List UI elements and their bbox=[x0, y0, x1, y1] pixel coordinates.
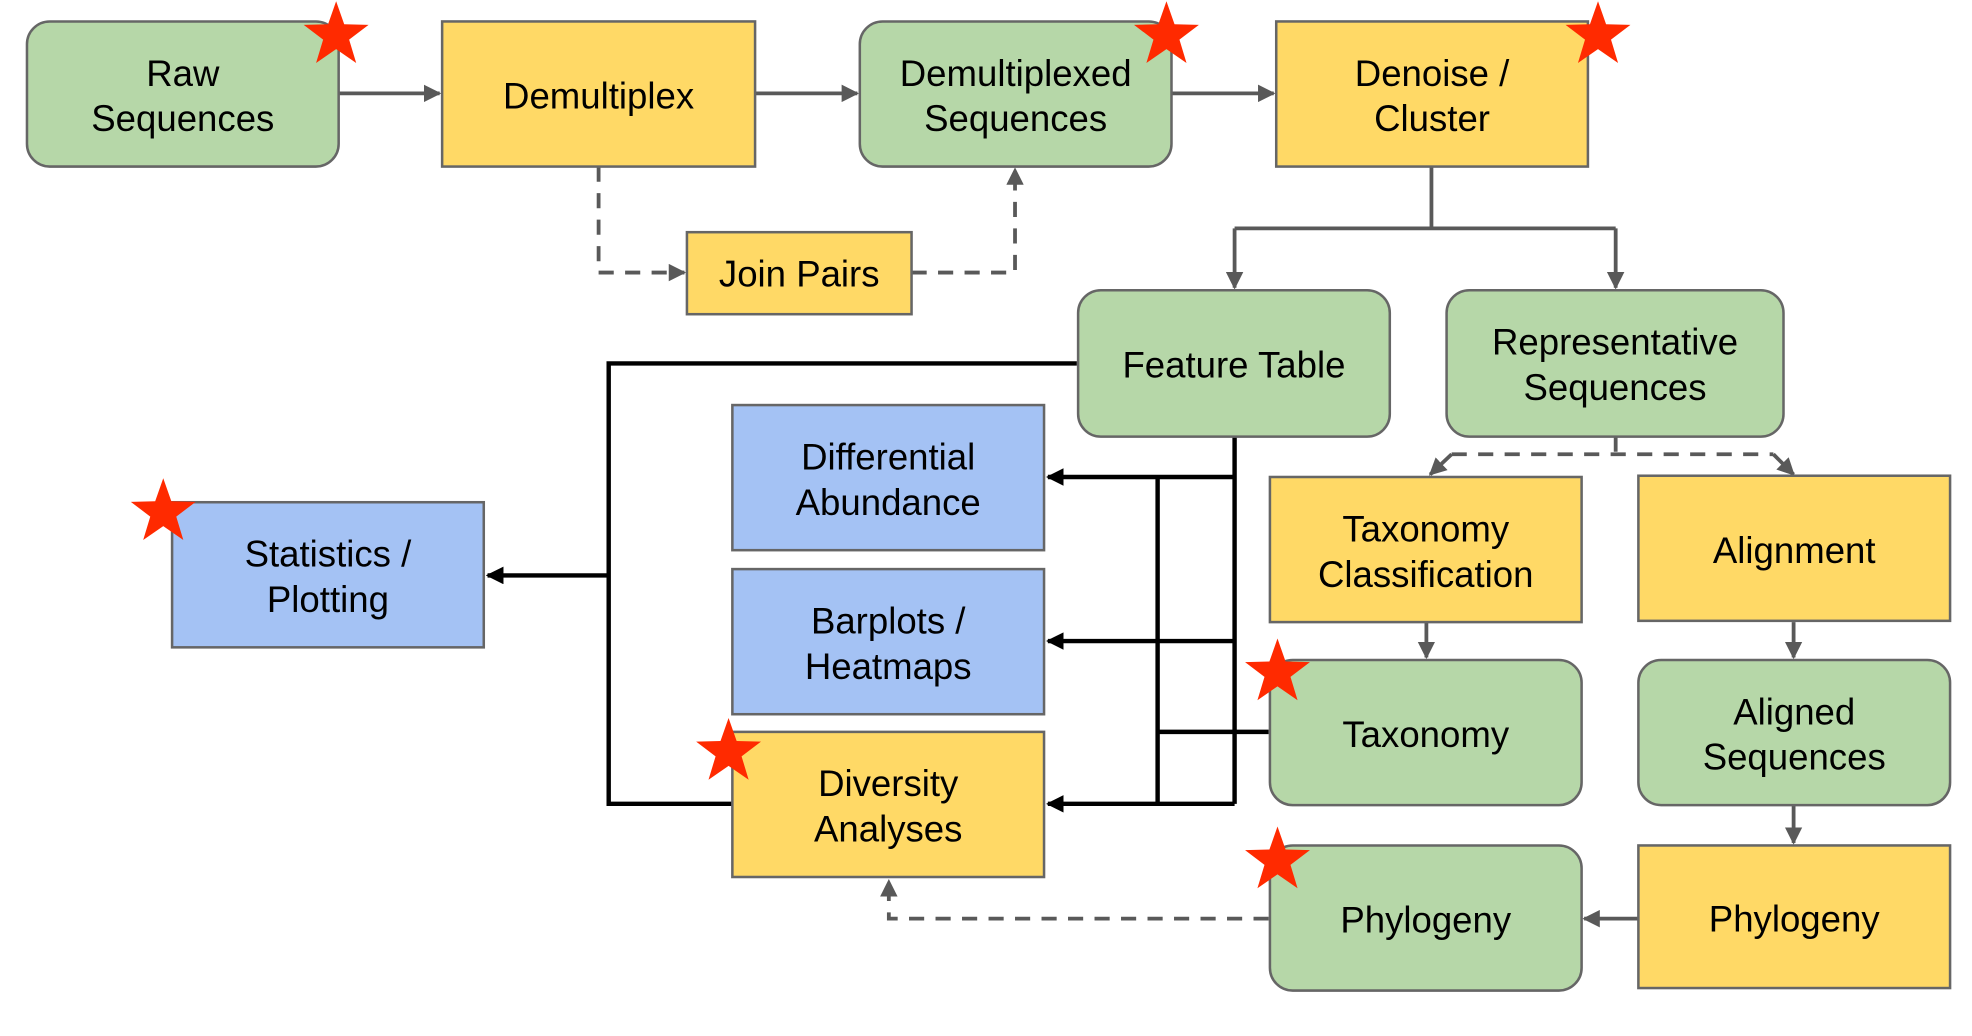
node-label: Raw bbox=[146, 53, 220, 94]
node-label: Sequences bbox=[1524, 367, 1707, 408]
star-icon bbox=[696, 718, 762, 780]
node-label: Taxonomy bbox=[1342, 714, 1509, 755]
node-demultiplexed-sequences: Demultiplexed Sequences bbox=[858, 20, 1173, 168]
star-icon bbox=[303, 1, 369, 63]
node-raw-sequences: Raw Sequences bbox=[25, 20, 340, 168]
edge-featuretable-to-stats bbox=[606, 361, 1077, 807]
node-label: Sequences bbox=[91, 98, 274, 139]
star-icon bbox=[1245, 638, 1310, 701]
edge-repseqs-to-taxclass bbox=[1428, 452, 1453, 476]
node-label: Diversity bbox=[818, 763, 959, 804]
node-label: Denoise / bbox=[1355, 53, 1510, 94]
node-taxonomy-classification: Taxonomy Classification bbox=[1268, 475, 1583, 624]
node-join-pairs: Join Pairs bbox=[685, 230, 913, 316]
star-icon bbox=[130, 478, 196, 540]
node-label: Aligned bbox=[1733, 691, 1855, 732]
node-differential-abundance: Differential Abundance bbox=[731, 403, 1046, 552]
edge-demultiplex-to-joinpairs bbox=[596, 166, 687, 282]
edge-denoise-trunk bbox=[1234, 166, 1616, 231]
node-aligned-sequences: Aligned Sequences bbox=[1637, 658, 1952, 807]
edge-repseqs-to-alignment bbox=[1772, 452, 1795, 476]
star-icon bbox=[1134, 1, 1199, 63]
node-barplots-heatmaps: Barplots / Heatmaps bbox=[731, 567, 1046, 716]
node-phylogeny-artifact: Phylogeny bbox=[1268, 844, 1583, 992]
node-label: Phylogeny bbox=[1709, 898, 1881, 939]
node-label: Demultiplex bbox=[503, 76, 694, 117]
node-phylogeny-action: Phylogeny bbox=[1637, 844, 1952, 990]
node-demultiplex: Demultiplex bbox=[440, 20, 757, 168]
node-taxonomy: Taxonomy bbox=[1268, 658, 1583, 807]
node-label: Analyses bbox=[814, 809, 962, 850]
node-label: Representative bbox=[1492, 322, 1738, 363]
node-label: Demultiplexed bbox=[900, 53, 1132, 94]
node-label: Sequences bbox=[924, 98, 1107, 139]
edge-joinpairs-to-demultiplexed bbox=[911, 167, 1024, 275]
node-label: Cluster bbox=[1374, 98, 1490, 139]
node-label: Taxonomy bbox=[1342, 508, 1509, 549]
node-label: Classification bbox=[1318, 554, 1534, 595]
node-label: Barplots / bbox=[811, 600, 966, 641]
edge-phylogeny-to-diversity bbox=[880, 879, 1269, 921]
node-label: Statistics / bbox=[245, 534, 413, 575]
node-label: Phylogeny bbox=[1340, 900, 1512, 941]
connectors bbox=[338, 84, 1803, 928]
node-label: Join Pairs bbox=[719, 253, 880, 294]
node-label: Differential bbox=[801, 436, 975, 477]
node-label: Feature Table bbox=[1122, 344, 1345, 385]
node-label: Heatmaps bbox=[805, 646, 972, 687]
node-feature-table: Feature Table bbox=[1076, 288, 1392, 438]
star-icon bbox=[1565, 1, 1631, 63]
star-icon bbox=[1245, 826, 1310, 889]
edge-repseqs-dash-trunk bbox=[1451, 436, 1774, 457]
node-denoise-cluster: Denoise / Cluster bbox=[1274, 20, 1590, 168]
node-diversity-analyses: Diversity Analyses bbox=[731, 730, 1046, 879]
node-representative-sequences: Representative Sequences bbox=[1445, 288, 1785, 438]
node-label: Plotting bbox=[267, 579, 389, 620]
node-statistics-plotting: Statistics / Plotting bbox=[170, 500, 486, 649]
node-label: Abundance bbox=[796, 482, 981, 523]
node-label: Sequences bbox=[1703, 737, 1886, 778]
node-label: Alignment bbox=[1713, 530, 1876, 571]
stars bbox=[130, 1, 1631, 889]
analysis-connectors bbox=[485, 361, 1269, 813]
node-alignment: Alignment bbox=[1637, 474, 1952, 623]
